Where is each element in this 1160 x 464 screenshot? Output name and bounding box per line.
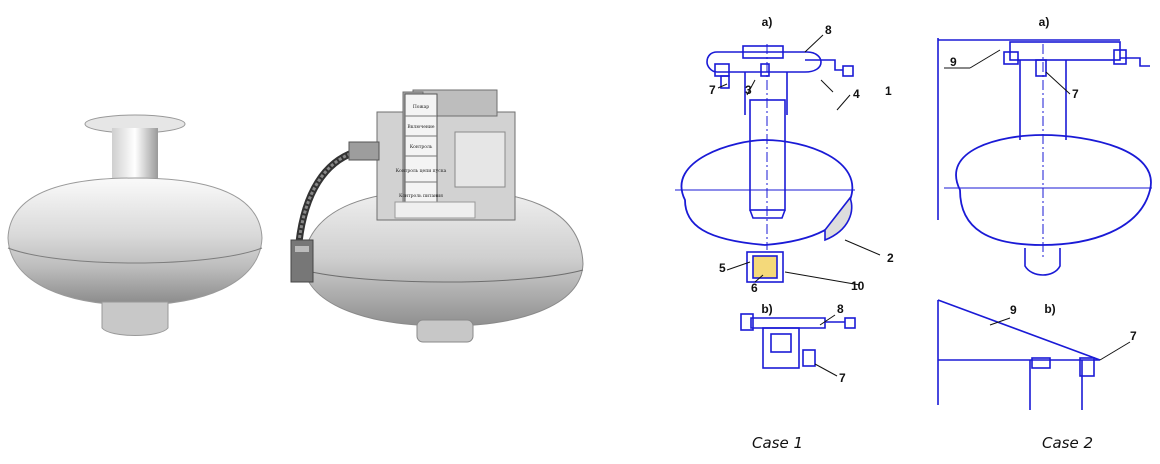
callout-10: 10 xyxy=(851,279,865,293)
case1-view-a-label: a) xyxy=(762,15,773,29)
photo-extinguisher-with-control-unit: Пожар Включение Контроль Контроль цепи п… xyxy=(285,82,590,352)
panel-label-fire: Пожар xyxy=(413,104,429,110)
callout-7-case2: 7 xyxy=(1072,87,1079,101)
case2-view-b-label: b) xyxy=(1044,302,1055,316)
panel-label-control: Контроль xyxy=(410,144,433,150)
panel-label-power-control: Контроль питания xyxy=(399,193,443,199)
callout-4: 4 xyxy=(853,87,860,101)
callout-7: 7 xyxy=(709,83,716,97)
callout-7-view-b: 7 xyxy=(839,371,846,385)
case1-view-b-label: b) xyxy=(761,302,772,316)
callout-2: 2 xyxy=(887,251,894,265)
callout-1: 1 xyxy=(885,84,892,98)
panel-label-on: Включение xyxy=(407,124,435,130)
diagram-case-2: a) b) 9 7 9 7 xyxy=(930,0,1160,420)
callout-3: 3 xyxy=(745,83,752,97)
callout-8: 8 xyxy=(825,23,832,37)
callout-7-case2-view-b: 7 xyxy=(1130,329,1137,343)
callout-6: 6 xyxy=(751,281,758,295)
callout-5: 5 xyxy=(719,261,726,275)
case2-view-a-label: a) xyxy=(1039,15,1050,29)
caption-case-1: Case 1 xyxy=(752,434,804,452)
diagram-case-1: a) b) 1 2 3 4 5 6 7 8 10 8 7 xyxy=(655,0,910,420)
callout-8-view-b: 8 xyxy=(837,302,844,316)
callout-9-view-b: 9 xyxy=(1010,303,1017,317)
photo-plain-extinguisher xyxy=(0,80,270,350)
panel-label-circuit-control: Контроль цепи пуска xyxy=(396,168,447,174)
caption-case-2: Case 2 xyxy=(1042,434,1094,452)
callout-9: 9 xyxy=(950,55,957,69)
